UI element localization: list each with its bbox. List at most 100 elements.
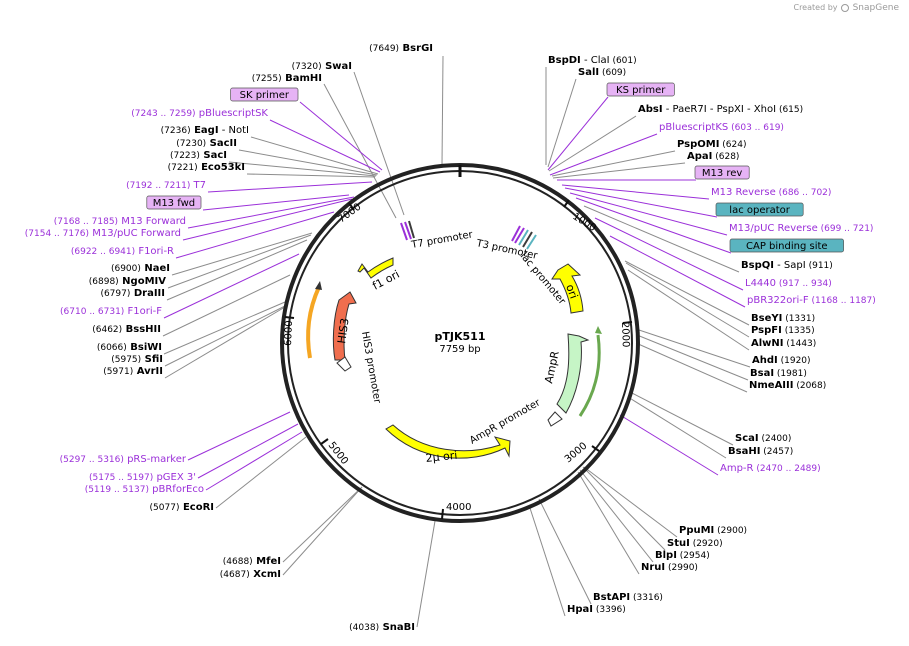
site-label-text: PpuMI (2900) bbox=[679, 525, 747, 536]
feature-box bbox=[715, 202, 804, 217]
leader-line bbox=[441, 55, 444, 166]
enzyme-position: (5077) bbox=[150, 503, 180, 513]
site-label-text: StuI (2920) bbox=[667, 538, 723, 549]
tick-mark bbox=[563, 199, 570, 208]
leader-line bbox=[416, 520, 436, 628]
snapgene-brand: Created by SnapGene bbox=[793, 3, 899, 13]
leader-line bbox=[164, 305, 286, 367]
site-label-sfii: (5975) SfiI bbox=[111, 354, 163, 365]
feature-name: pBluescriptSK bbox=[196, 108, 269, 119]
site-label-bspqi: BspQI - SapI (911) bbox=[741, 260, 833, 271]
enzyme-name: NgoMIV bbox=[119, 276, 167, 287]
feature-label-ampr-promoter: AmpR promoter bbox=[468, 397, 543, 447]
mcs-marker bbox=[514, 227, 525, 244]
site-label-saci: (7223) SacI bbox=[170, 150, 227, 161]
enzyme-position: (5971) bbox=[103, 367, 133, 377]
enzyme-position: (6797) bbox=[100, 289, 130, 299]
leader-line bbox=[238, 149, 378, 176]
enzyme-position: (6066) bbox=[97, 343, 127, 353]
feature-name: pGEX 3' bbox=[153, 472, 196, 483]
enzyme-name: AvrII bbox=[133, 366, 163, 377]
site-label-text: (7221) Eco53kI bbox=[168, 162, 245, 173]
feature-range: (603 .. 619) bbox=[728, 123, 784, 133]
leader-line bbox=[619, 414, 719, 476]
site-label-f1ori-f: (6710 .. 6731) F1ori-F bbox=[60, 306, 162, 317]
tick-mark bbox=[591, 445, 600, 452]
site-label-text: HpaI (3396) bbox=[567, 604, 626, 615]
site-label-text: (5975) SfiI bbox=[111, 354, 163, 365]
tick-label: 2000 bbox=[619, 322, 631, 348]
box-label: CAP binding site bbox=[746, 241, 828, 252]
feature-label-t7-promoter: T7 promoter bbox=[410, 229, 475, 251]
enzyme-name: BssHII bbox=[122, 324, 161, 335]
feature-range: (7243 .. 7259) bbox=[131, 109, 195, 119]
box-label: lac operator bbox=[729, 205, 790, 216]
leader-line bbox=[187, 411, 291, 461]
site-label-text: AhdI (1920) bbox=[752, 355, 811, 366]
feature-name: pBR322ori-F bbox=[747, 295, 809, 306]
enzyme-position: (615) bbox=[776, 105, 803, 115]
enzyme-name: SacI bbox=[200, 150, 227, 161]
mcs-marker bbox=[404, 221, 412, 240]
site-label-m13-rev: M13 rev bbox=[694, 165, 750, 180]
site-label-text: (7230) SacII bbox=[176, 138, 237, 149]
enzyme-name: BseYI bbox=[751, 313, 782, 324]
enzyme-position: (6898) bbox=[89, 277, 119, 287]
leader-line bbox=[627, 269, 750, 351]
site-label-snabi: (4038) SnaBI bbox=[349, 622, 415, 633]
tick-mark bbox=[320, 438, 329, 445]
site-label-amp-r: Amp-R (2470 .. 2489) bbox=[720, 463, 821, 474]
site-label-text: (5175 .. 5197) pGEX 3' bbox=[89, 472, 196, 483]
site-label-ks-primer: KS primer bbox=[606, 82, 675, 97]
enzyme-name: BamHI bbox=[282, 73, 322, 84]
leader-line bbox=[197, 423, 299, 479]
site-label-f1ori-r: (6922 .. 6941) F1ori-R bbox=[71, 246, 174, 257]
enzyme-position: (2900) bbox=[714, 526, 747, 536]
enzyme-position: (1920) bbox=[778, 356, 811, 366]
site-label-m13-fwd: M13 fwd bbox=[146, 195, 202, 210]
enzyme-name: PpuMI bbox=[679, 525, 714, 536]
site-label-naei: (6900) NaeI bbox=[111, 263, 170, 274]
feature-name: pBRforEco bbox=[149, 484, 204, 495]
enzyme-name: BsrGI bbox=[399, 43, 433, 54]
leader-line bbox=[636, 334, 749, 381]
feature-range: (5297 .. 5316) bbox=[60, 455, 124, 465]
site-label-t7: (7192 .. 7211) T7 bbox=[126, 180, 206, 191]
enzyme-position: (2920) bbox=[690, 539, 723, 549]
feature-2mu-ori bbox=[385, 424, 511, 459]
enzyme-name: EcoRI bbox=[179, 502, 214, 513]
enzyme-name: AbsI bbox=[638, 104, 663, 115]
site-label-blpi: BlpI (2954) bbox=[655, 550, 710, 561]
feature-label-2mu-ori: 2μ ori bbox=[425, 449, 458, 465]
feature-f1-ori bbox=[357, 257, 394, 279]
site-label-text: NruI (2990) bbox=[641, 562, 698, 573]
leader-line bbox=[166, 239, 308, 301]
tick-mark bbox=[284, 316, 295, 319]
leader-line bbox=[552, 162, 686, 179]
site-label-text: M13 Reverse (686 .. 702) bbox=[711, 187, 831, 198]
enzyme-name: BsaHI bbox=[728, 446, 760, 457]
site-label-bsai: BsaI (1981) bbox=[750, 368, 807, 379]
site-label-pspfi: PspFI (1335) bbox=[751, 325, 815, 336]
enzyme-position: (628) bbox=[712, 152, 739, 162]
feature-range: (1168 .. 1187) bbox=[809, 296, 876, 306]
enzyme-position: (5975) bbox=[111, 355, 141, 365]
leader-line bbox=[582, 466, 666, 551]
feature-name: pBluescriptKS bbox=[659, 122, 728, 133]
enzyme-position: (3396) bbox=[593, 605, 626, 615]
feature-label-ori: ori bbox=[563, 283, 580, 301]
site-label-eagi: (7236) EagI - NotI bbox=[161, 125, 249, 136]
box-label: KS primer bbox=[616, 85, 666, 96]
brand-created-by: Created by bbox=[793, 3, 838, 12]
leader-line bbox=[202, 194, 350, 211]
enzyme-name: BsaI bbox=[750, 368, 774, 379]
enzyme-position: (2457) bbox=[760, 447, 793, 457]
site-label-bamhi: (7255) BamHI bbox=[252, 73, 322, 84]
site-label-pspomi: PspOMI (624) bbox=[677, 139, 747, 150]
site-label-text: ApaI (628) bbox=[687, 151, 739, 162]
leader-line bbox=[163, 253, 300, 319]
site-label-bseyi: BseYI (1331) bbox=[751, 313, 815, 324]
site-label-pgex-3: (5175 .. 5197) pGEX 3' bbox=[89, 472, 196, 483]
enzyme-name: NmeAIII bbox=[749, 380, 793, 391]
